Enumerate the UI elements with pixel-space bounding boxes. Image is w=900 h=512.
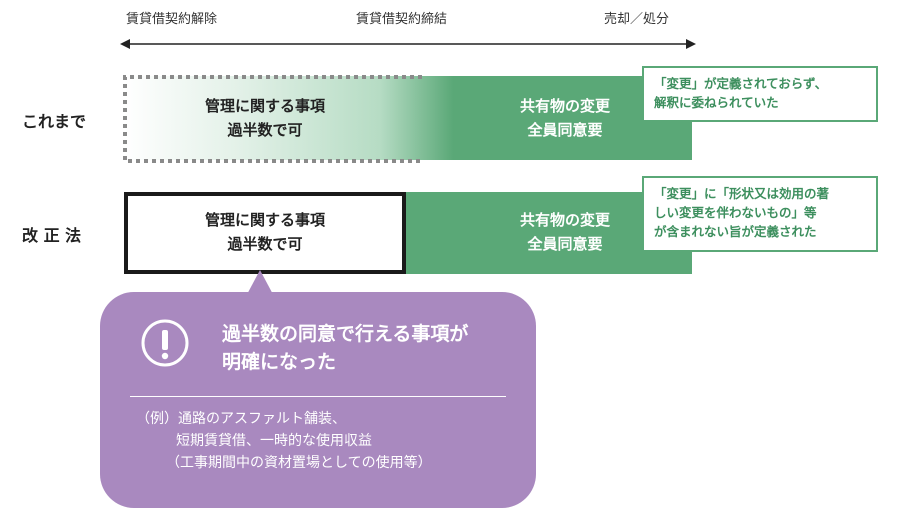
exclamation-icon [140,318,190,368]
timeline-label-lease-termination: 賃貸借契約解除 [126,12,218,27]
info-bubble: 過半数の同意で行える事項が 明確になった （例）通路のアスファルト舗装、 短期賃… [100,292,536,508]
timeline-arrow [120,39,696,49]
revised-left-line2: 過半数で可 [227,235,303,253]
before-right-text: 共有物の変更 全員同意要 [490,94,640,142]
bar-before-gradient [124,76,692,160]
before-left-line2: 過半数で可 [227,121,303,139]
bubble-example-line3: （工事期間中の資材置場としての使用等） [166,455,432,471]
bubble-divider [130,396,506,397]
bubble-example-line1: （例）通路のアスファルト舗装、 [136,411,346,427]
before-right-line1: 共有物の変更 [519,97,610,115]
row-label-before: これまで [22,112,87,131]
bubble-example-line2: 短期賃貸借、一時的な使用収益 [176,433,372,449]
bar-before-dotted-border [123,75,422,163]
before-left-text: 管理に関する事項 過半数で可 [180,94,350,142]
timeline-label-lease-conclusion: 賃貸借契約締結 [356,12,448,27]
bubble-example: （例）通路のアスファルト舗装、 短期賃貸借、一時的な使用収益 （工事期間中の資材… [136,408,432,474]
before-right-line2: 全員同意要 [527,121,603,139]
callout-before-line2: 解釈に委ねられていた [654,95,779,110]
before-left-line1: 管理に関する事項 [204,97,325,115]
revised-left-text: 管理に関する事項 過半数で可 [180,208,350,256]
revised-right-line2: 全員同意要 [527,235,603,253]
timeline-label-sale-disposal: 売却／処分 [604,12,670,27]
callout-before: 「変更」が定義されておらず、 解釈に委ねられていた [642,66,878,122]
revised-right-text: 共有物の変更 全員同意要 [490,208,640,256]
bar-revised-outlined [124,192,406,274]
revised-left-line1: 管理に関する事項 [204,211,325,229]
revised-right-line1: 共有物の変更 [519,211,610,229]
callout-revised: 「変更」に「形状又は効用の著 しい変更を伴わないもの」等 が含まれない旨が定義さ… [642,176,878,252]
bubble-headline-line1: 過半数の同意で行える事項が [222,323,469,345]
bubble-headline-line2: 明確になった [222,351,337,373]
callout-revised-line2: しい変更を伴わないもの」等 [654,205,817,220]
callout-before-line1: 「変更」が定義されておらず、 [654,76,828,91]
bubble-headline: 過半数の同意で行える事項が 明確になった [222,320,468,376]
callout-revised-line3: が含まれない旨が定義された [654,224,817,239]
callout-revised-line1: 「変更」に「形状又は効用の著 [654,186,830,201]
row-label-revised: 改 正 法 [22,226,82,245]
